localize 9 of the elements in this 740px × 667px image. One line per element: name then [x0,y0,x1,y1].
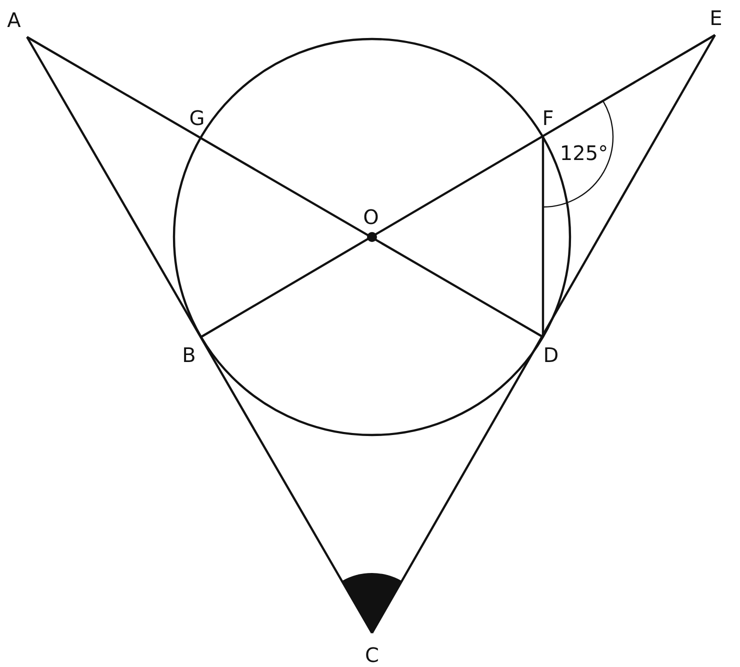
point-label: E [710,6,722,30]
point-label: D [543,343,559,367]
point-label: O [363,205,379,229]
point-label: G [189,106,205,130]
point-label: F [542,106,554,130]
point-label: B [182,343,196,367]
angle-label: 125° [560,141,608,165]
point-label: C [365,643,379,667]
point-label: A [7,8,21,32]
